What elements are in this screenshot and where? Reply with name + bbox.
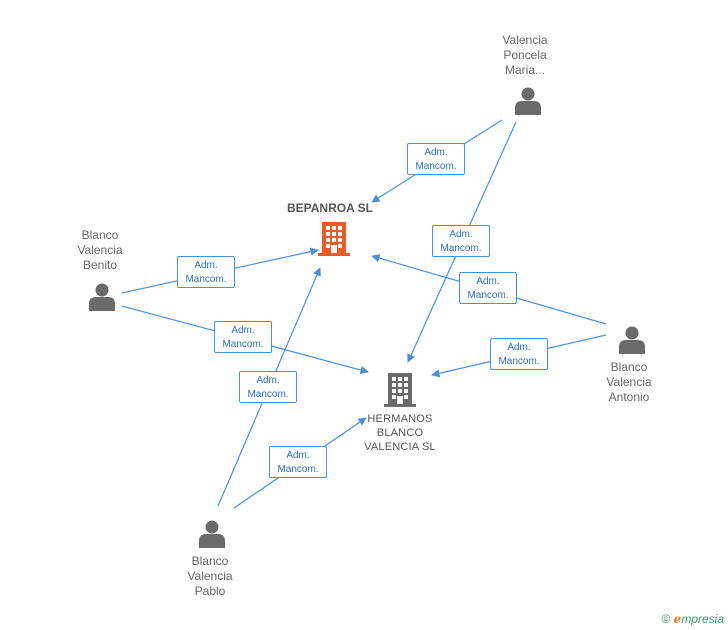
relation-label[interactable]: Adm. Mancom.: [177, 256, 235, 288]
relation-label[interactable]: Adm. Mancom.: [239, 371, 297, 403]
relation-type: Mancom.: [277, 464, 319, 475]
person-icon[interactable]: [89, 283, 115, 312]
person-label-valencia-poncela[interactable]: Valencia Poncela Maria...: [502, 33, 548, 77]
person-label-blanco-antonio[interactable]: Blanco Valencia Antonio: [606, 360, 652, 404]
relation-role: Adm.: [194, 260, 218, 271]
relation-type: Mancom.: [467, 290, 509, 301]
relation-type: Mancom.: [185, 274, 227, 285]
relation-type: Mancom.: [440, 243, 482, 254]
relation-role: Adm.: [256, 375, 280, 386]
relation-role: Adm.: [449, 229, 473, 240]
person-label-blanco-benito[interactable]: Blanco Valencia Benito: [77, 228, 123, 272]
brand-logo-rest: mpresia: [681, 612, 724, 626]
person-label-blanco-pablo[interactable]: Blanco Valencia Pablo: [187, 554, 233, 598]
copyright-icon: ©: [661, 612, 671, 626]
relation-label[interactable]: Adm. Mancom.: [214, 321, 272, 353]
relation-role: Adm.: [476, 276, 500, 287]
relation-role: Adm.: [286, 450, 310, 461]
building-icon[interactable]: [384, 373, 416, 407]
person-icon[interactable]: [199, 520, 225, 549]
relation-type: Mancom.: [415, 161, 457, 172]
relation-type: Mancom.: [247, 389, 289, 400]
relation-label[interactable]: Adm. Mancom.: [269, 446, 327, 478]
brand-logo-initial: e: [673, 612, 682, 626]
footer-brand: © empresia: [661, 612, 724, 626]
relation-role: Adm.: [424, 147, 448, 158]
relation-label[interactable]: Adm. Mancom.: [490, 338, 548, 370]
relation-type: Mancom.: [498, 356, 540, 367]
relation-label[interactable]: Adm. Mancom.: [459, 272, 517, 304]
person-icon[interactable]: [515, 87, 541, 116]
company-label-hermanos[interactable]: HERMANOS BLANCO VALENCIA SL: [364, 413, 436, 453]
person-icon[interactable]: [619, 326, 645, 355]
relation-role: Adm.: [507, 342, 531, 353]
relation-label[interactable]: Adm. Mancom.: [407, 143, 465, 175]
relation-type: Mancom.: [222, 339, 264, 350]
building-icon[interactable]: [318, 222, 350, 256]
company-label-bepanroa[interactable]: BEPANROA SL: [286, 201, 373, 215]
relation-role: Adm.: [231, 325, 255, 336]
relation-label[interactable]: Adm. Mancom.: [432, 225, 490, 257]
